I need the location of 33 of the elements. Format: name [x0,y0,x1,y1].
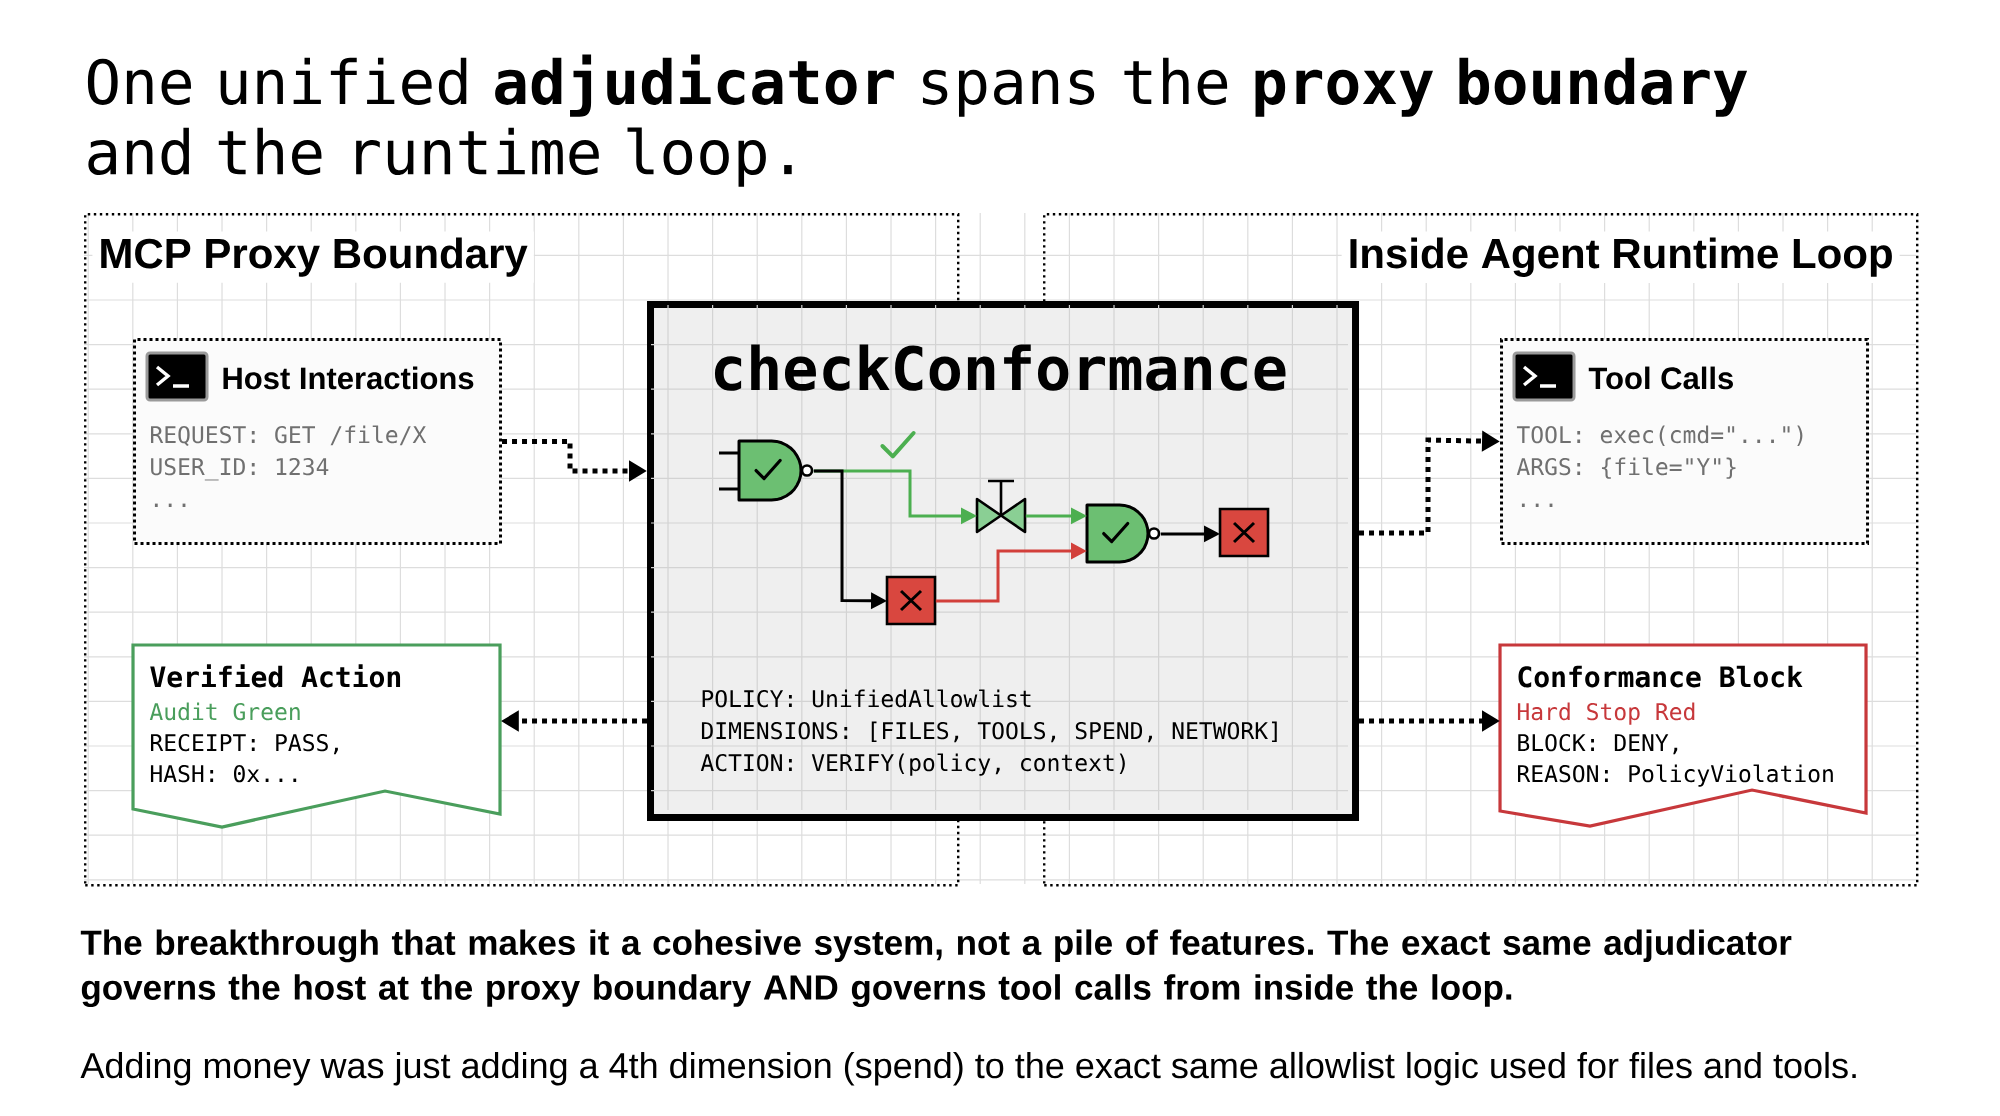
ticket-box [131,643,502,829]
code-line: TOOL: exec(cmd="...") [1516,425,1803,447]
code-line: REASON: PolicyViolation [1518,764,1833,787]
code-line: POLICY: UnifiedAllowlist [702,689,1031,708]
valve-symbol [975,479,1027,534]
heading: Tool Calls [1588,366,1733,390]
panel-title: MCP Proxy Boundary [92,231,534,283]
code-line: HASH: 0x... [150,764,297,783]
heading: checkConformance [714,344,1286,391]
heading: Verified Action [150,664,401,688]
heading: Conformance Block [1518,665,1803,688]
title: One unified adjudicator spans the proxy boundary and the runtime loop. [87,54,1748,187]
code-line: Audit Green [149,702,300,721]
cross-icon [1218,507,1270,558]
code-line: REQUEST: GET /file/X [151,425,427,447]
code-line: BLOCK: DENY, [1518,733,1678,755]
code-line: RECEIPT: PASS, [151,733,338,755]
heading: Host Interactions [223,366,474,390]
caption: The breakthrough that makes it a cohesive system, not a pile of features. The exact same adjudicator governs the host at the proxy boundary AND governs tool calls from inside the loop. [80,929,1792,1007]
code-line: ... [154,503,186,507]
dotted-box [1500,338,1869,545]
code-line: ARGS: {file="Y"} [1516,457,1736,479]
ticket-box [1498,643,1868,828]
code-line: USER_ID: 1234 [151,457,329,481]
process-box [647,301,1359,821]
code-line: ACTION: VERIFY(policy, context) [700,753,1125,776]
code-line: Hard Stop Red [1517,702,1695,725]
code-line: DIMENSIONS: [FILES, TOOLS, SPEND, NETWORK] [701,721,1277,743]
note-text: Adding money was just adding a 4th dimension (spend) to the exact same allowlist logic used for files and tools. [80,1051,1856,1086]
code-line: ... [1521,503,1553,507]
cross-icon [885,575,937,626]
panel-title: Inside Agent Runtime Loop [1341,231,1900,283]
dotted-box [133,338,502,545]
